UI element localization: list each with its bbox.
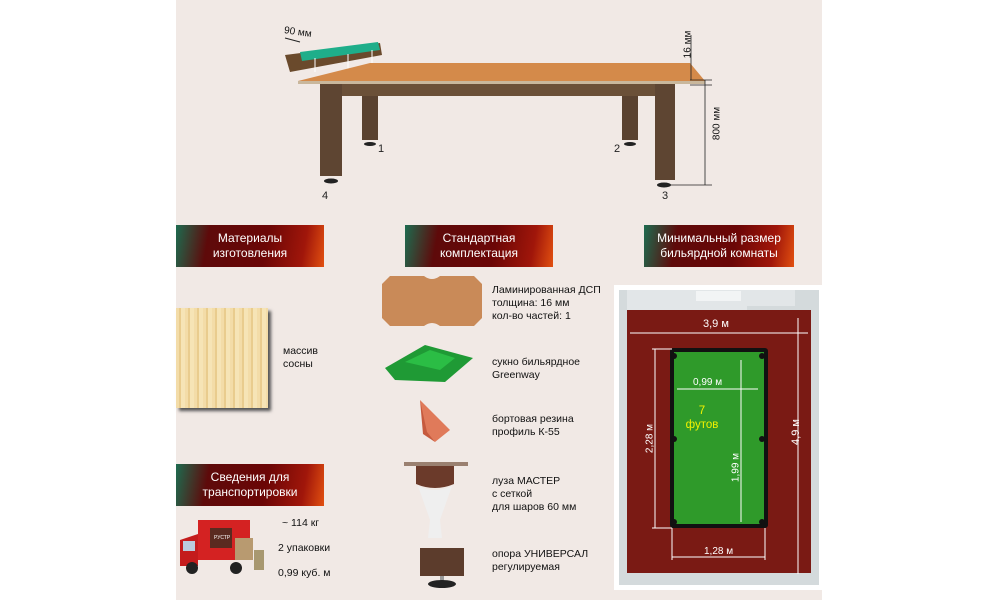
materials-title: Материалы: [217, 231, 283, 245]
leg-3: [655, 84, 675, 180]
pockets: [671, 353, 765, 525]
rubber-cushion-icon: [420, 400, 450, 442]
table-outer-length-label: 2,28 м: [644, 423, 656, 454]
pocket-icon: [404, 462, 468, 538]
pine-wood-sample: [176, 308, 268, 408]
leg-number-1: 1: [378, 143, 385, 155]
transport-title-2: транспортировки: [202, 485, 298, 499]
leg-4: [320, 84, 342, 176]
kit-support-line-2: регулируемая: [492, 561, 560, 573]
room-title-2: бильярдной комнаты: [660, 246, 778, 260]
cloth-icon: [385, 345, 473, 382]
kit-pocket-line-2: с сеткой: [492, 488, 533, 500]
transport-header: Сведения для транспортировки: [176, 464, 324, 506]
leg-number-2: 2: [614, 143, 621, 155]
apron: [330, 84, 670, 96]
leg-number-4: 4: [322, 190, 329, 202]
standard-kit-title: Стандартная: [442, 231, 516, 245]
standard-kit-header: Стандартная комплектация: [405, 225, 553, 267]
transport-packages: 2 упаковки: [278, 542, 331, 554]
kit-rubber-line-2: профиль К-55: [492, 426, 560, 438]
leg-support-icon: [420, 548, 464, 588]
truck-icon: [180, 520, 264, 574]
transport-title: Сведения для: [210, 470, 290, 484]
kit-item-rubber: бортовая резина профиль К-55: [492, 413, 574, 439]
table-cloth: [674, 352, 764, 524]
kit-item-board: Ламинированная ДСП толщина: 16 мм кол-во…: [492, 284, 601, 323]
table-size-unit: футов: [685, 419, 719, 431]
materials-wood-text: массив сосны: [283, 345, 318, 371]
kit-pocket-line-1: луза МАСТЕР: [492, 475, 561, 487]
window: [696, 291, 741, 301]
table-diagram: [284, 35, 712, 188]
table-outer-width-label: 1,28 м: [704, 546, 734, 557]
wood-line-1: массив: [283, 345, 319, 357]
transport-weight: ~ 114 кг: [282, 517, 320, 529]
kit-cloth-line-1: сукно бильярдное: [492, 356, 581, 368]
kit-board-line-2: толщина: 16 мм: [492, 297, 570, 309]
play-width-label: 0,99 м: [693, 377, 723, 388]
kit-rubber-line-1: бортовая резина: [492, 413, 574, 425]
materials-title-2: изготовления: [212, 246, 288, 260]
kit-pocket-line-3: для шаров 60 мм: [492, 501, 577, 513]
laminated-board-icon: [382, 276, 482, 326]
transport-volume: 0,99 куб. м: [278, 567, 331, 579]
kit-board-line-1: Ламинированная ДСП: [492, 284, 601, 296]
truck-logo: РУСТР: [214, 535, 231, 541]
play-length-label: 1,99 м: [730, 452, 742, 483]
kit-item-support: опора УНИВЕРСАЛ регулируемая: [492, 548, 588, 574]
kit-cloth-line-2: Greenway: [492, 369, 540, 381]
room-width-label: 3,9 м: [703, 318, 729, 330]
table-top: [298, 63, 705, 81]
room-title: Минимальный размер: [657, 231, 781, 245]
kit-board-line-3: кол-во частей: 1: [492, 310, 571, 322]
materials-header: Материалы изготовления: [176, 225, 324, 267]
kit-support-line-1: опора УНИВЕРСАЛ: [492, 548, 589, 560]
table-size-label: 7 футов: [682, 404, 722, 432]
standard-kit-title-2: комплектация: [440, 246, 518, 260]
billiard-table-plan: [670, 348, 768, 528]
rail-cloth: [300, 42, 380, 61]
kit-item-pocket: луза МАСТЕР с сеткой для шаров 60 мм: [492, 475, 576, 514]
kit-item-cloth: сукно бильярдное Greenway: [492, 356, 580, 382]
wood-line-2: сосны: [283, 358, 313, 370]
room-length-label: 4,9 м: [790, 419, 802, 445]
leg-1: [362, 92, 378, 140]
room-header: Минимальный размер бильярдной комнаты: [644, 225, 794, 267]
leg-2: [622, 92, 638, 140]
leg-number-3: 3: [662, 190, 669, 202]
table-size-number: 7: [698, 405, 706, 417]
room-plan: [614, 285, 824, 590]
